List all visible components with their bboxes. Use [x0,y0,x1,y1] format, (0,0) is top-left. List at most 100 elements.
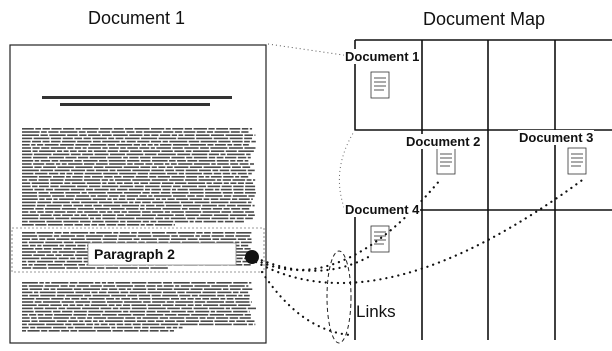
text-line-segment [75,301,91,303]
text-line-segment [45,163,55,165]
text-line-segment [157,176,170,178]
text-line-segment [39,238,46,240]
text-line-segment [107,291,120,294]
text-line-segment [116,285,133,287]
text-line-segment [121,298,131,300]
text-line-segment [240,241,252,244]
text-line-segment [206,317,215,319]
text-line-segment [147,291,162,294]
text-line-segment [220,238,237,240]
text-line-segment [63,220,79,223]
text-line-segment [60,235,75,237]
text-line-segment [62,214,73,216]
text-line-segment [70,153,81,156]
text-line-segment [242,288,253,290]
text-line-segment [22,147,31,149]
text-line-segment [55,254,62,256]
text-line-segment [158,238,170,240]
text-line-segment [119,307,131,310]
text-line-segment [171,134,178,136]
text-line-segment [185,172,202,175]
text-line-segment [55,217,70,220]
text-line-segment [249,128,253,130]
text-line-segment [170,163,177,165]
text-line-segment [61,208,77,210]
text-line-segment [225,150,237,152]
text-line-segment [93,204,102,207]
text-line-segment [22,320,30,322]
text-line-segment [40,169,54,172]
text-line-segment [75,144,89,146]
text-line-segment [53,310,61,313]
text-line-segment [116,304,122,306]
text-line-segment [149,172,166,175]
text-line-segment [46,220,62,223]
text-line-segment [220,153,226,156]
text-line-segment [28,264,33,266]
text-line-segment [187,310,194,313]
text-line-segment [179,323,198,326]
text-line-segment [54,260,66,263]
text-line-segment [131,282,147,284]
text-line-segment [62,140,76,143]
text-line-segment [67,134,78,136]
text-line-segment [156,147,171,149]
text-line-segment [221,185,232,188]
text-line-segment [187,217,196,220]
text-line-segment [88,214,102,216]
text-line-segment [79,267,96,269]
text-line-segment [151,188,161,191]
text-line-segment [82,307,100,310]
text-line-segment [175,169,185,172]
text-line-segment [200,140,217,143]
text-line-segment [174,131,183,133]
text-line-segment [107,317,124,319]
text-line-segment [65,323,72,326]
text-line-segment [150,220,157,223]
text-line-segment [155,198,161,200]
text-line-segment [174,182,187,184]
text-line-segment [248,214,255,216]
text-line-segment [245,182,254,184]
text-line-segment [147,304,161,306]
text-line-segment [230,160,236,162]
text-line-segment [82,128,99,130]
text-line-segment [22,198,38,200]
text-line-segment [34,160,40,162]
text-line-segment [42,128,50,130]
text-line-segment [135,131,143,133]
text-line-segment [29,244,36,247]
text-line-segment [22,144,30,146]
text-line-segment [22,323,27,326]
text-line-segment [63,304,69,306]
text-line-segment [31,182,49,184]
text-line-segment [115,137,124,140]
text-line-segment [177,153,191,156]
text-line-segment [22,251,36,253]
text-line-segment [104,235,118,237]
text-line-segment [220,298,226,300]
text-line-segment [47,264,63,266]
text-line-segment [142,211,151,213]
text-line-segment [233,188,244,191]
text-line-segment [132,288,147,290]
text-line-segment [201,208,212,210]
text-line-segment [22,304,37,306]
text-line-segment [53,198,58,200]
text-line-segment [70,232,89,234]
text-line-segment [164,211,170,213]
text-line-segment [164,201,180,204]
text-line-segment [159,144,172,146]
text-line-segment [47,224,63,226]
text-line-segment [232,211,244,213]
text-line-segment [82,147,87,149]
text-line-segment [66,260,83,263]
text-line-segment [120,220,126,223]
text-line-segment [113,232,119,234]
text-line-segment [199,238,211,240]
text-line-segment [152,201,164,204]
text-line-segment [58,251,76,253]
text-line-segment [51,160,59,162]
text-line-segment [46,238,55,240]
